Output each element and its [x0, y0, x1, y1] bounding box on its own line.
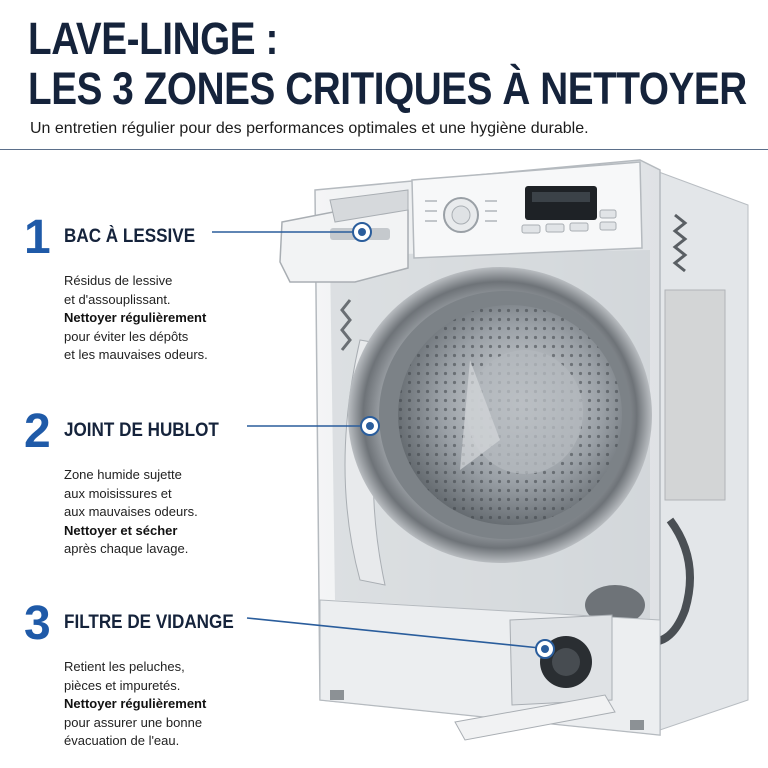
- zone-desc-line: Retient les peluches,: [64, 659, 185, 674]
- control-buttons: [521, 209, 617, 234]
- zone-desc-emphasis: Nettoyer et sécher: [64, 522, 178, 538]
- zone-desc-line: évacuation de l'eau.: [64, 733, 180, 748]
- zone-description: Zone humide sujette aux moisissures et a…: [64, 466, 264, 559]
- zone-desc-line: aux mauvaises odeurs.: [64, 504, 198, 519]
- zone-number: 3: [24, 597, 51, 650]
- title-line-1: LAVE-LINGE :: [28, 13, 278, 64]
- control-display: [525, 186, 597, 220]
- page-title: LAVE-LINGE : LES 3 ZONES CRITIQUES À NET…: [28, 14, 747, 114]
- zone-number: 2: [24, 405, 51, 458]
- zone-desc-line: pièces et impuretés.: [64, 677, 181, 693]
- zone-description: Retient les peluches, pièces et impureté…: [64, 658, 264, 751]
- zone-title: FILTRE DE VIDANGE: [64, 612, 234, 633]
- suspension-spring: [672, 213, 688, 273]
- zone-desc-line: Zone humide sujette: [64, 467, 182, 482]
- page-subtitle: Un entretien régulier pour des performan…: [30, 120, 589, 137]
- title-line-2: LES 3 ZONES CRITIQUES À NETTOYER: [28, 63, 747, 114]
- pointer-line-3: [246, 617, 541, 649]
- zone-desc-line: pour assurer une bonne: [64, 714, 203, 730]
- zone-desc-line: pour éviter les dépôts: [64, 328, 189, 344]
- zone-title: BAC À LESSIVE: [64, 226, 196, 247]
- pointer-dot-3: [535, 639, 555, 659]
- zone-desc-line: et d'assouplissant.: [64, 291, 171, 307]
- zone-desc-emphasis: Nettoyer régulièrement: [64, 696, 207, 711]
- pointer-dot-1: [352, 222, 372, 242]
- zone-number: 1: [24, 211, 51, 264]
- filter-flap: [454, 694, 616, 741]
- zone-desc-line: après chaque lavage.: [64, 541, 189, 556]
- counterweight: [664, 289, 726, 501]
- pointer-dot-2: [360, 416, 380, 436]
- zone-desc-line: et les mauvaises odeurs.: [64, 347, 208, 362]
- zone-desc-emphasis: Nettoyer régulièrement: [64, 310, 207, 325]
- zone-title: JOINT DE HUBLOT: [64, 420, 219, 441]
- zone-desc-line: aux moisissures et: [64, 485, 172, 501]
- zone-desc-line: Résidus de lessive: [64, 273, 173, 288]
- zone-description: Résidus de lessive et d'assouplissant. N…: [64, 272, 264, 365]
- header-divider: [0, 149, 768, 150]
